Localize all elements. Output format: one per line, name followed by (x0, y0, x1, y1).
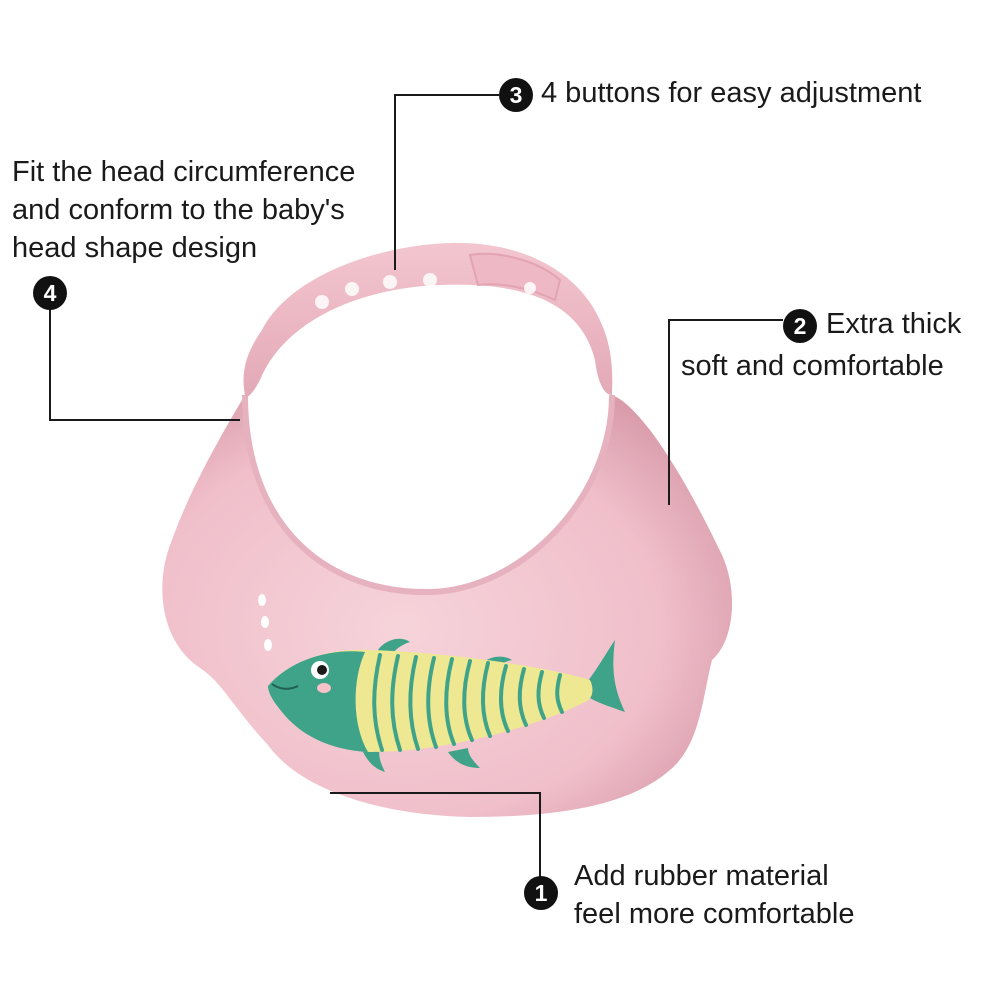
callout-number-1-badge: 1 (524, 876, 558, 910)
band-tab (468, 252, 562, 302)
leader-line-1 (330, 792, 541, 877)
leader-line-3 (394, 94, 499, 270)
callout-3-line-1: 4 buttons for easy adjustment (541, 77, 922, 109)
callout-4-line-3: head shape design (12, 232, 258, 264)
leader-line-4 (49, 305, 240, 421)
callout-4-text: Fit the head circumference and conform t… (12, 153, 355, 267)
callout-3-text: 4 buttons for easy adjustment (541, 74, 921, 112)
callout-4-line-1: Fit the head circumference (12, 156, 356, 188)
callout-number-4-badge: 4 (33, 276, 67, 310)
fish-icon (268, 638, 625, 772)
callout-1-line-2: feel more comfortable (574, 898, 855, 930)
leader-lines (49, 94, 783, 877)
adjustment-buttons (315, 273, 536, 309)
bubble-dots (258, 594, 272, 651)
callout-2-line-2: soft and comfortable (681, 350, 944, 382)
callout-number-2-badge: 2 (783, 309, 817, 343)
callout-number-3-badge: 3 (499, 78, 533, 112)
leader-line-2 (668, 319, 783, 505)
callout-4-line-2: and conform to the baby's (12, 194, 345, 226)
callout-1-line-1: Add rubber material (574, 860, 829, 892)
callout-2-line-1: Extra thick (826, 308, 962, 340)
visor-brim (162, 395, 733, 817)
visor-inner-rim (242, 394, 615, 596)
callout-1-text: Add rubber material feel more comfortabl… (574, 857, 854, 933)
